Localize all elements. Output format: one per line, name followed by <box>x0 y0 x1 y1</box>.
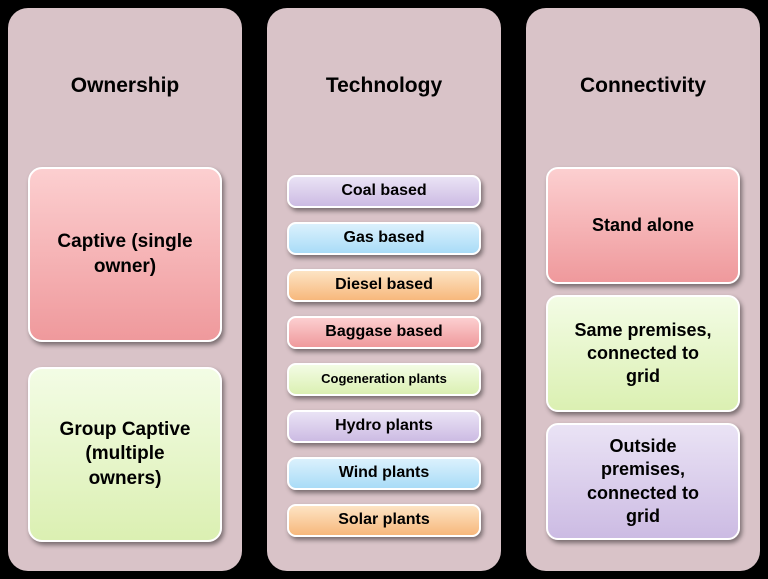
node-same-premises-grid: Same premises, connected to grid <box>546 295 740 413</box>
node-stand-alone: Stand alone <box>546 167 740 285</box>
node-label: Diesel based <box>335 276 433 294</box>
node-label: Coal based <box>341 182 427 200</box>
node-outside-premises-grid: Outside premises, connected to grid <box>546 423 740 541</box>
node-coal-based: Coal based <box>287 175 481 209</box>
ownership-boxes: Captive (single owner) Group Captive (mu… <box>8 167 242 543</box>
node-diesel-based: Diesel based <box>287 269 481 303</box>
column-title-technology: Technology <box>325 74 443 97</box>
node-solar-plants: Solar plants <box>287 504 481 538</box>
node-wind-plants: Wind plants <box>287 457 481 491</box>
node-hydro-plants: Hydro plants <box>287 410 481 444</box>
column-ownership: Ownership Captive (single owner) Group C… <box>8 8 242 571</box>
node-cogeneration-plants: Cogeneration plants <box>287 363 481 397</box>
node-baggase-based: Baggase based <box>287 316 481 350</box>
node-group-captive: Group Captive (multiple owners) <box>28 367 222 543</box>
column-title-connectivity: Connectivity <box>579 74 707 97</box>
node-label: Wind plants <box>338 464 430 482</box>
node-captive-single-owner: Captive (single owner) <box>28 167 222 343</box>
node-gas-based: Gas based <box>287 222 481 256</box>
connectivity-boxes: Stand alone Same premises, connected to … <box>526 167 760 541</box>
node-label: Cogeneration plants <box>321 371 447 387</box>
node-label: Baggase based <box>325 323 443 341</box>
node-label: Hydro plants <box>335 417 433 435</box>
technology-boxes: Coal based Gas based Diesel based Baggas… <box>267 175 501 538</box>
node-label: Solar plants <box>338 511 430 529</box>
column-connectivity: Connectivity Stand alone Same premises, … <box>526 8 760 571</box>
node-label: Outside premises, connected to grid <box>586 435 699 526</box>
column-title-ownership: Ownership <box>70 74 180 97</box>
column-technology: Technology Coal based Gas based Diesel b… <box>267 8 501 571</box>
node-label: Captive (single owner) <box>57 230 193 277</box>
node-label: Group Captive (multiple owners) <box>59 418 191 489</box>
node-label: Stand alone <box>591 214 694 235</box>
node-label: Gas based <box>343 229 425 247</box>
node-label: Same premises, connected to grid <box>574 319 712 387</box>
